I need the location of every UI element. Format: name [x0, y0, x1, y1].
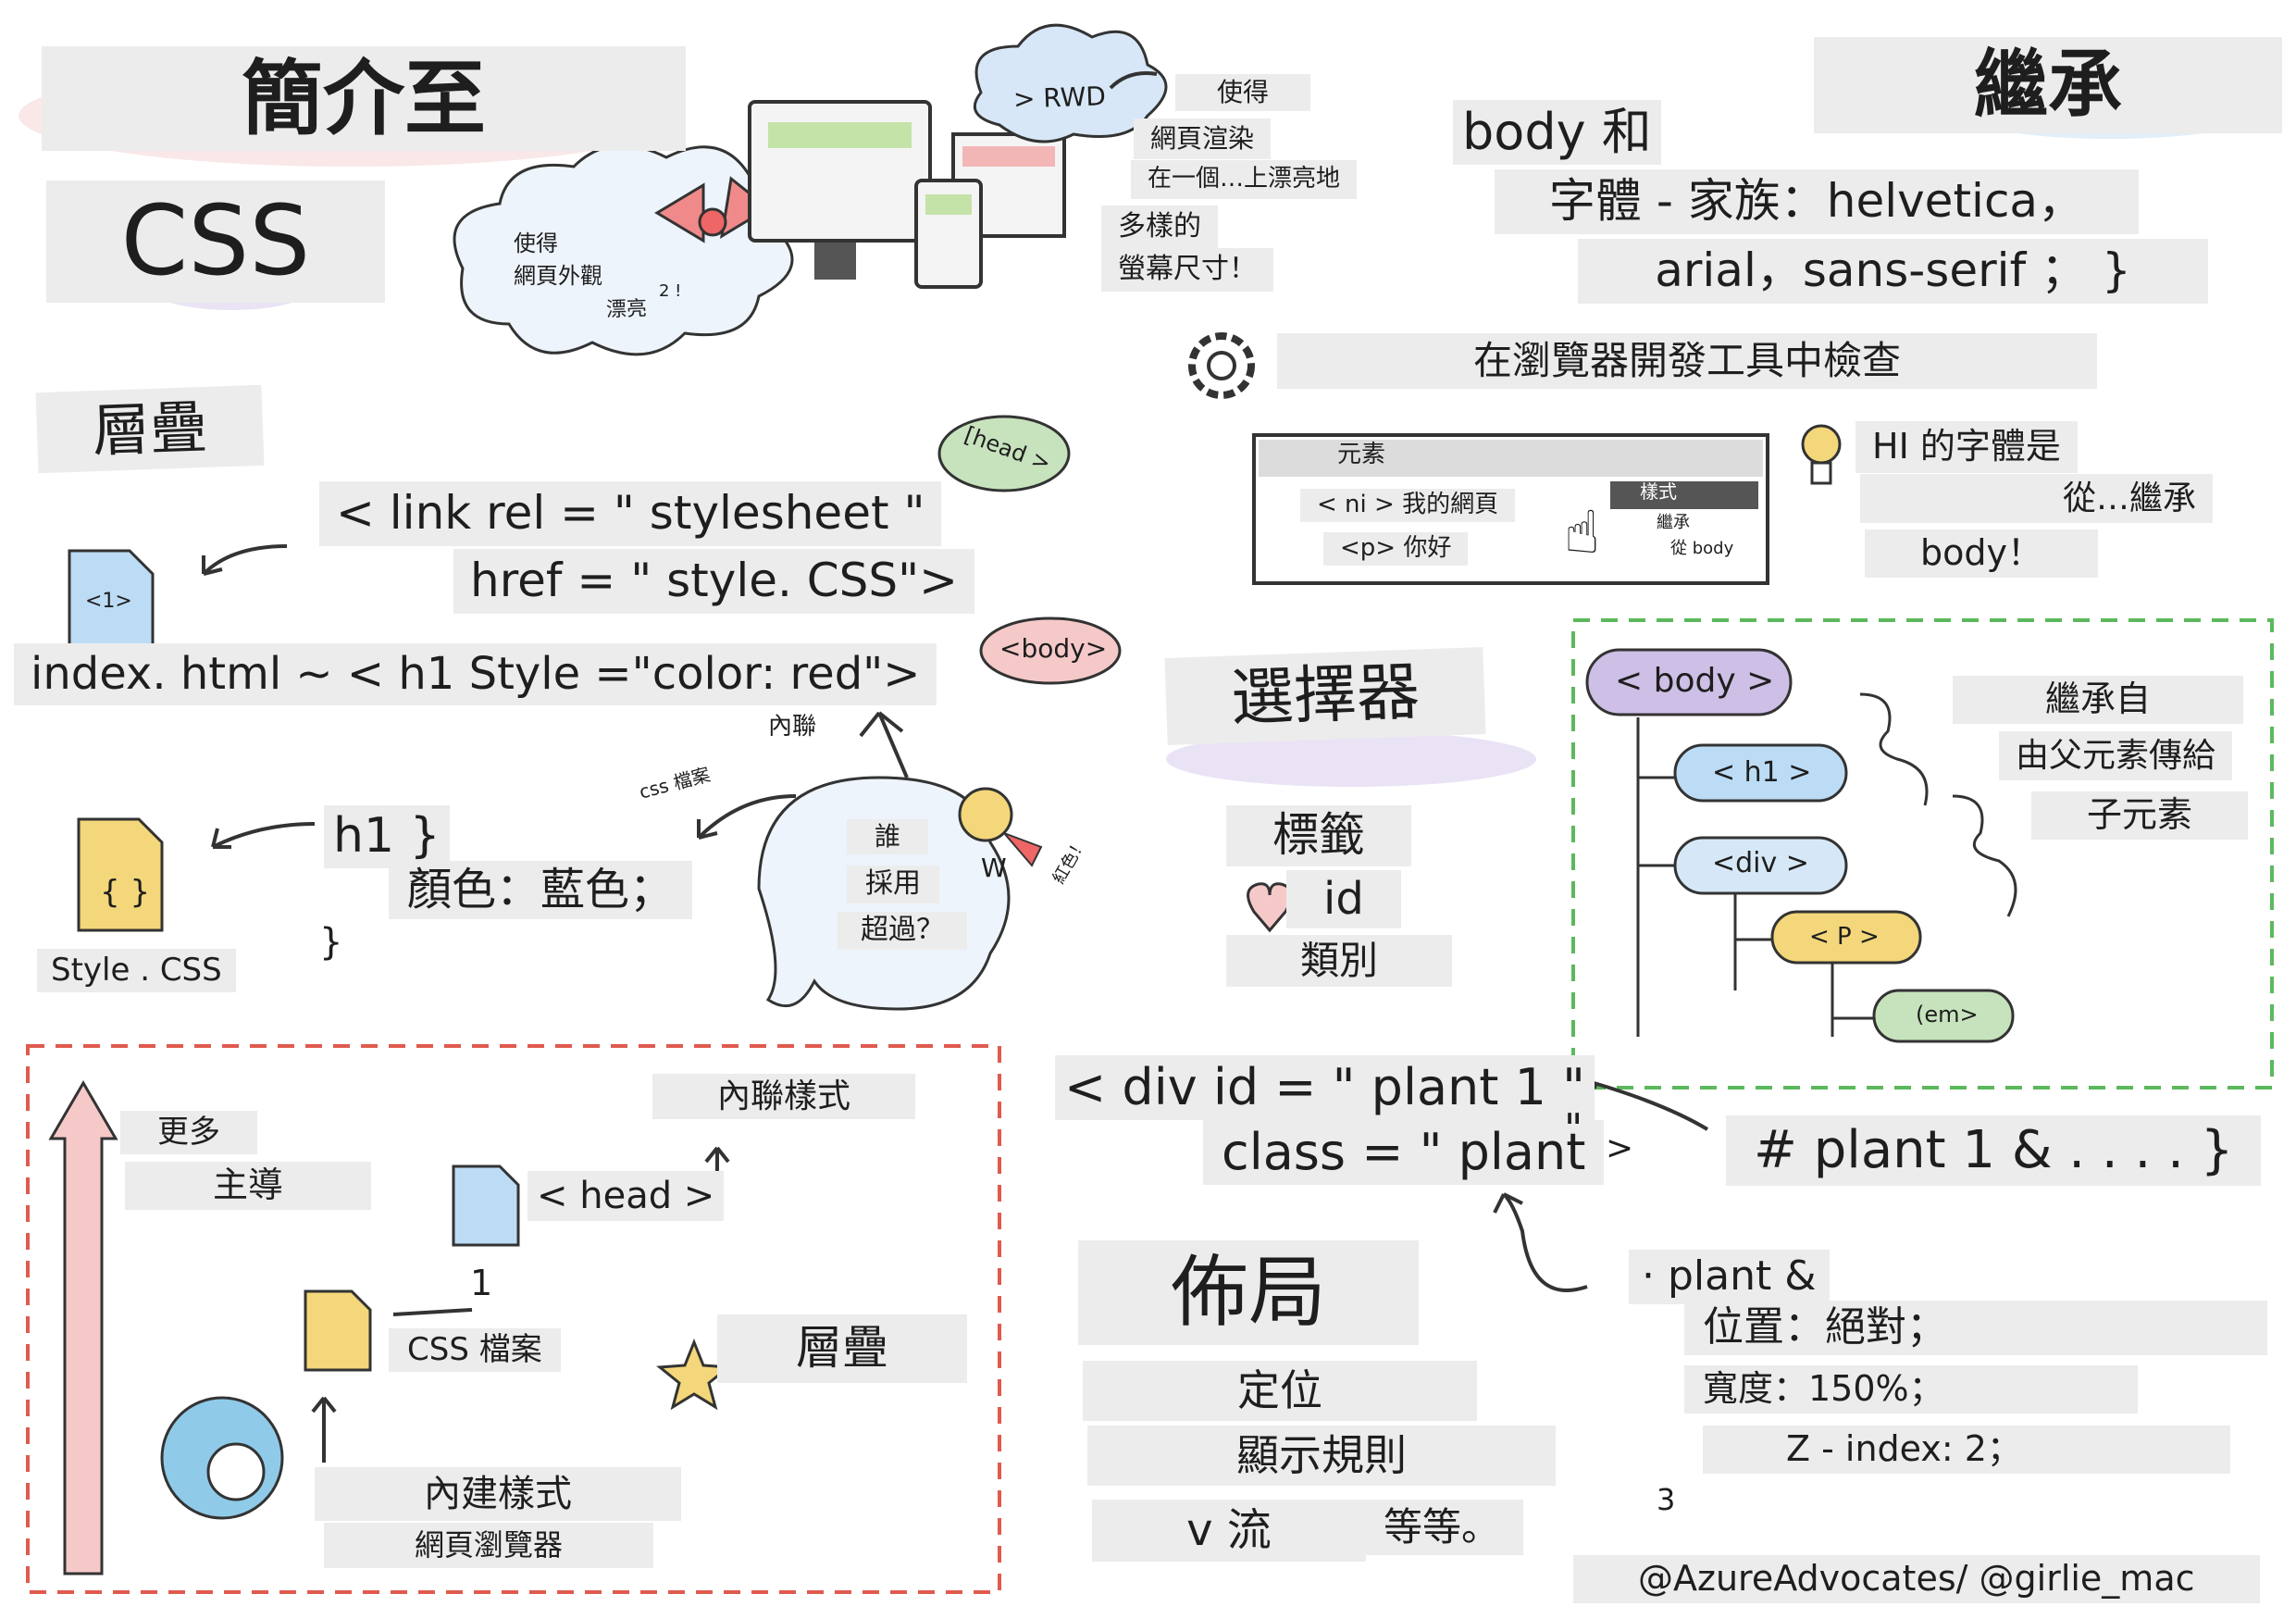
- body-bubble: [979, 616, 1122, 685]
- gear-icon: [1188, 332, 1255, 399]
- tree-note-line-1: 繼承自: [1953, 676, 2244, 724]
- div-example-quote: ": [1564, 1105, 1583, 1152]
- div-example-line-1: < div id = " plant 1 ": [1055, 1055, 1595, 1121]
- lightbulb-icon: [1801, 424, 1842, 485]
- tree-em: (em>: [1916, 1002, 1979, 1027]
- rwd-line-3: 在一個…上漂亮地: [1131, 160, 1358, 199]
- adopt-label: 採用: [847, 866, 939, 903]
- devices-icon: [748, 100, 1066, 289]
- precedence-cascade: 層疊: [717, 1314, 967, 1383]
- up-arrow-icon: [48, 1080, 118, 1575]
- intro-cloud-line-3: 漂亮: [605, 297, 648, 322]
- layout-heading: 佈局: [1078, 1240, 1420, 1345]
- winner-mark: W: [981, 853, 1007, 883]
- tree-note-line-3: 子元素: [2031, 791, 2249, 840]
- precedence-dominant: 主導: [125, 1162, 372, 1210]
- devtools-from-body-label: 從 body: [1670, 539, 1734, 558]
- precedence-browser: 網頁瀏覽器: [324, 1523, 653, 1568]
- bow-tie-icon: [654, 176, 771, 243]
- cascade-heading: 層疊: [35, 384, 265, 474]
- css-rule-line-2: 顏色：藍色；: [389, 861, 693, 920]
- devtools-ni-row: < ni > 我的網頁: [1300, 489, 1516, 522]
- link-line-2: href = " style. CSS">: [453, 549, 975, 614]
- rwd-line-2: 網頁渲染: [1134, 118, 1272, 160]
- devtools-styles-tab: 樣式: [1640, 480, 1677, 503]
- selector-class: 類別: [1226, 935, 1453, 988]
- class-rule-line-1: · plant &: [1629, 1250, 1830, 1304]
- pointer-hand-icon: ☝: [1564, 499, 1600, 567]
- intro-cloud: [453, 143, 794, 356]
- body-and-label: body 和: [1453, 100, 1661, 166]
- title-line-1: 簡介至: [42, 46, 686, 152]
- html-file-badge: <1>: [85, 590, 132, 613]
- selector-id: id: [1286, 870, 1401, 929]
- rwd-cloud-label: > RWD: [1012, 81, 1107, 115]
- div-example-close: >: [1606, 1129, 1634, 1167]
- precedence-more: 更多: [120, 1111, 257, 1155]
- tree-note-line-2: 由父元素傳給: [1999, 731, 2233, 781]
- devtools-inherited-label: 繼承: [1657, 513, 1690, 532]
- rwd-line-4: 多樣的: [1101, 205, 1218, 249]
- class-rule-line-4: Z - index: 2；: [1703, 1426, 2230, 1474]
- body-bubble-label: <body>: [999, 633, 1108, 664]
- over-label: 超過？: [838, 912, 967, 950]
- tree-h1: < h1 >: [1712, 756, 1812, 789]
- selector-tag: 標籤: [1226, 805, 1411, 866]
- medal-icon: [958, 787, 1043, 867]
- class-rule-line-3: 寬度：150%；: [1684, 1365, 2138, 1414]
- inheritance-heading: 繼承: [1814, 37, 2282, 133]
- tree-body: < body >: [1615, 662, 1775, 700]
- precedence-box: [26, 1044, 1001, 1594]
- devtools-panel-drawing: [1252, 433, 1769, 585]
- class-rule-line-2: 位置：絕對；: [1684, 1301, 2267, 1355]
- class-rule-mark: 3: [1657, 1482, 1676, 1517]
- heart-icon: [1247, 882, 1293, 933]
- precedence-inline-styles: 內聯樣式: [652, 1074, 916, 1120]
- devtools-elements-tab: 元素: [1337, 441, 1386, 468]
- who-label: 誰: [847, 819, 929, 855]
- inheritance-box: [1571, 618, 2274, 1090]
- browser-logo: [160, 1396, 284, 1520]
- layout-display-rules: 顯示規則: [1087, 1426, 1556, 1486]
- tree-pills: [1585, 648, 2015, 1043]
- id-rule: # plant 1 & . . . . }: [1726, 1115, 2262, 1187]
- tree-p: < P >: [1809, 923, 1880, 951]
- rwd-cloud: [973, 23, 1168, 143]
- layout-positioning: 定位: [1083, 1361, 1477, 1421]
- credit: @AzureAdvocates/ @girlie_mac: [1573, 1555, 2260, 1603]
- precedence-head: < head >: [527, 1171, 725, 1221]
- rwd-line-1: 使得: [1175, 74, 1311, 112]
- link-line-1: < link rel = " stylesheet ": [319, 481, 942, 546]
- div-example-line-2: class = " plant: [1203, 1120, 1605, 1186]
- css-file-name: Style . CSS: [37, 949, 236, 993]
- inherit-note-line-2: 從…繼承: [1860, 474, 2213, 524]
- inline-style-line: index. html ~ < h1 Style ="color: red">: [14, 643, 937, 706]
- head-bubble: [937, 415, 1071, 492]
- font-family-line-2: arial，sans-serif ； }: [1578, 239, 2208, 304]
- intro-cloud-line-2: 網頁外觀: [514, 263, 602, 289]
- intro-cloud-line-1: 使得: [514, 230, 558, 256]
- devtools-p-row: <p> 你好: [1323, 532, 1469, 566]
- layout-etc: 等等。: [1360, 1500, 1524, 1556]
- precedence-builtin: 內建樣式: [315, 1467, 681, 1521]
- tree-lines: [1636, 692, 2017, 1037]
- precedence-css-file: CSS 檔案: [389, 1328, 561, 1373]
- title-line-2: CSS: [46, 181, 385, 303]
- css-rule-line-1: h1 }: [324, 805, 450, 868]
- css-file-braces: { }: [100, 874, 151, 911]
- rwd-line-5: 螢幕尺寸！: [1101, 248, 1273, 292]
- tree-div: <div >: [1712, 847, 1809, 879]
- inline-tag: 內聯: [754, 711, 831, 744]
- file-icons: [68, 549, 520, 1372]
- selectors-heading: 選擇器: [1164, 647, 1486, 746]
- css-rule-line-3: }: [319, 921, 343, 964]
- inherit-note-line-3: body！: [1865, 529, 2098, 578]
- layout-flow: v 流: [1092, 1500, 1366, 1563]
- inherit-note-line-1: HI 的字體是: [1855, 421, 2078, 473]
- inspect-devtools-label: 在瀏覽器開發工具中檢查: [1277, 333, 2097, 390]
- precedence-one: 1: [470, 1263, 493, 1303]
- font-family-line-1: 字體 - 家族：helvetica，: [1495, 169, 2139, 234]
- intro-cloud-mark: 2 !: [659, 281, 682, 301]
